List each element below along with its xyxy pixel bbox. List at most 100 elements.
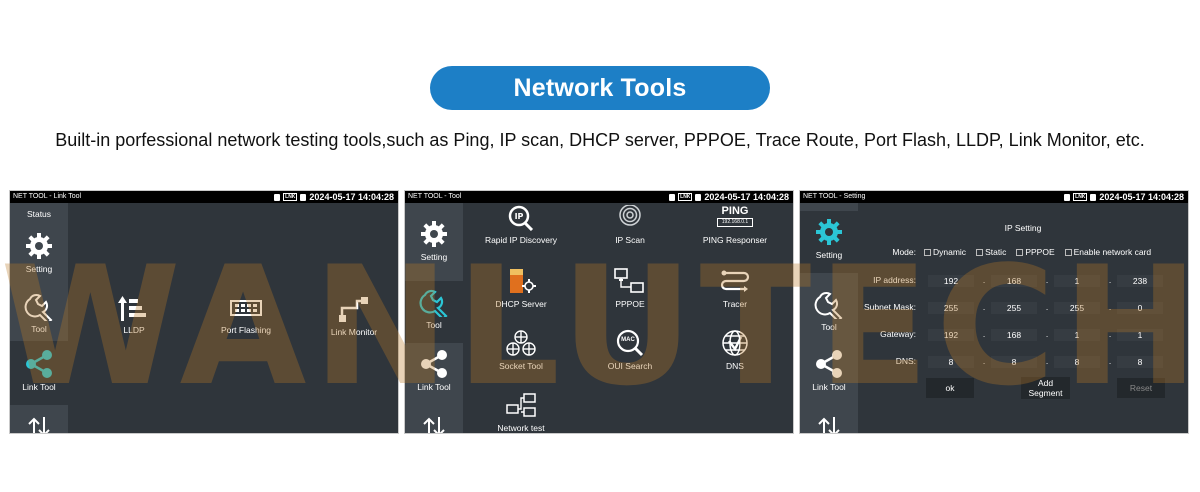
mode-static-label: Static: [985, 247, 1007, 257]
datetime: 2024-05-17 14:04:28: [704, 192, 789, 202]
screen-link-tool: NET TOOL - Link Tool LNK 2024-05-17 14:0…: [9, 190, 399, 434]
subnet-mask-label: Subnet Mask:: [864, 302, 916, 312]
ip-address-octet-1[interactable]: 192: [928, 275, 974, 287]
tool-dns[interactable]: DNS: [685, 329, 785, 371]
tool-link-monitor[interactable]: Link Monitor: [316, 295, 392, 337]
mode-static-checkbox[interactable]: Static: [976, 247, 1006, 257]
sidebar-item-setting[interactable]: Setting: [10, 231, 68, 274]
add-segment-label-line1: Add: [1037, 378, 1054, 388]
subnet-mask-octet-1[interactable]: 255: [928, 302, 974, 314]
ping-badge-title: PING: [721, 205, 749, 217]
reset-button[interactable]: Reset: [1117, 378, 1165, 398]
octet-separator: .: [982, 356, 986, 366]
dns-octet-4[interactable]: 8: [1117, 356, 1163, 368]
ip-address-octet-2[interactable]: 168: [991, 275, 1037, 287]
gateway-octet-1[interactable]: 192: [928, 329, 974, 341]
lock-icon: [1090, 193, 1097, 201]
sidebar-item-label: Link Tool: [812, 382, 846, 392]
tool-pppoe[interactable]: PPPOE: [585, 267, 675, 309]
sidebar-item-link-tool[interactable]: Link Tool: [10, 341, 68, 405]
sidebar-item-tool[interactable]: Tool: [800, 289, 858, 332]
tool-grid: IP Rapid IP Discovery IP Scan PING 192.1…: [463, 203, 793, 433]
sidebar-item-status[interactable]: Status: [10, 209, 68, 219]
tool-oui-search[interactable]: MAC OUI Search: [585, 329, 675, 371]
section-title-pill: Network Tools: [430, 66, 770, 110]
tool-label: Tracer: [722, 299, 748, 309]
mode-dynamic-checkbox[interactable]: Dynamic: [924, 247, 966, 257]
gateway-octet-2[interactable]: 168: [991, 329, 1037, 341]
tool-label: Rapid IP Discovery: [484, 235, 558, 245]
tool-port-flashing[interactable]: Port Flashing: [208, 295, 284, 335]
ip-address-row: IP address: 192 . 168 . 1 . 238: [858, 275, 1188, 287]
octet-separator: .: [1045, 275, 1049, 285]
sidebar: Setting Tool Link Tool: [405, 203, 463, 433]
subnet-mask-octet-3[interactable]: 255: [1054, 302, 1100, 314]
sidebar-item-label: Link Tool: [22, 382, 56, 392]
tool-ping-responser[interactable]: PING 192.168.0.1 PING Responser: [685, 205, 785, 245]
dns-octet-3[interactable]: 8: [1054, 356, 1100, 368]
sidebar-item-tool[interactable]: Tool: [405, 281, 463, 343]
link-tool-grid: LLDP Port Flashing Link Monitor: [68, 203, 398, 433]
ok-button[interactable]: ok: [926, 378, 974, 398]
wrench-icon: [419, 289, 448, 317]
subnet-mask-octet-2[interactable]: 255: [991, 302, 1037, 314]
radar-icon: [619, 205, 641, 226]
tool-label: PPPOE: [615, 299, 645, 309]
tool-network-test[interactable]: Network test: [471, 391, 571, 433]
status-bar: NET TOOL - Link Tool LNK 2024-05-17 14:0…: [10, 191, 398, 203]
tool-label: DHCP Server: [495, 299, 547, 309]
octet-separator: .: [1045, 329, 1049, 339]
window-title: NET TOOL - Link Tool: [13, 193, 82, 200]
tool-ip-scan[interactable]: IP Scan: [585, 205, 675, 245]
gear-icon: [421, 221, 447, 247]
sidebar-item-label: Setting: [815, 250, 843, 260]
mode-row: Mode: Dynamic Static PPPOE Enable networ…: [870, 247, 1157, 257]
status-bar: NET TOOL - Tool LNK 2024-05-17 14:04:28: [405, 191, 793, 203]
screen-tool: NET TOOL - Tool LNK 2024-05-17 14:04:28 …: [404, 190, 794, 434]
port-flashing-icon: [230, 300, 262, 316]
ip-address-octet-3[interactable]: 1: [1054, 275, 1100, 287]
dns-octet-1[interactable]: 8: [928, 356, 974, 368]
share-icon: [26, 350, 52, 378]
checkbox-icon: [976, 249, 984, 257]
octet-separator: .: [1108, 302, 1112, 312]
oui-badge-text: MAC: [621, 337, 635, 343]
form-title: IP Setting: [1004, 223, 1042, 233]
add-segment-button[interactable]: Add Segment: [1021, 377, 1070, 399]
sidebar-item-label: Tool: [31, 324, 47, 334]
tool-lldp[interactable]: LLDP: [104, 295, 164, 335]
sidebar-item-setting[interactable]: Setting: [800, 211, 858, 273]
octet-separator: .: [1108, 356, 1112, 366]
tool-label: PING Responser: [702, 235, 768, 245]
sidebar-item-label: Setting: [420, 252, 448, 262]
sidebar-item-transfer[interactable]: [800, 415, 858, 433]
gateway-octet-3[interactable]: 1: [1054, 329, 1100, 341]
sidebar-item-transfer[interactable]: [10, 415, 68, 433]
tool-socket-tool[interactable]: Socket Tool: [471, 329, 571, 371]
sidebar-item-transfer[interactable]: [405, 415, 463, 433]
sidebar: Status Setting Tool L: [10, 203, 68, 433]
tool-dhcp-server[interactable]: DHCP Server: [471, 267, 571, 309]
subnet-mask-row: Subnet Mask: 255 . 255 . 255 . 0: [858, 302, 1188, 314]
tool-tracer[interactable]: Tracer: [685, 267, 785, 309]
dns-octet-2[interactable]: 8: [991, 356, 1037, 368]
enable-network-card-checkbox[interactable]: Enable network card: [1064, 247, 1151, 257]
mode-pppoe-checkbox[interactable]: PPPOE: [1016, 247, 1055, 257]
gateway-octet-4[interactable]: 1: [1117, 329, 1163, 341]
octet-separator: .: [982, 302, 986, 312]
window-title: NET TOOL - Tool: [408, 193, 462, 200]
oui-search-icon: MAC: [613, 329, 647, 357]
sidebar-item-tool[interactable]: Tool: [10, 291, 68, 334]
sidebar-item-link-tool[interactable]: Link Tool: [405, 349, 463, 392]
network-test-icon: [506, 393, 536, 417]
sidebar-item-label: Status: [26, 209, 52, 219]
battery-icon: [1064, 193, 1071, 201]
ip-address-octet-4[interactable]: 238: [1117, 275, 1163, 287]
sidebar-item-setting[interactable]: Setting: [405, 219, 463, 262]
subnet-mask-octet-4[interactable]: 0: [1117, 302, 1163, 314]
sidebar-item-label: Setting: [25, 264, 53, 274]
tool-rapid-ip-discovery[interactable]: IP Rapid IP Discovery: [471, 205, 571, 245]
checkbox-icon: [924, 249, 931, 257]
mode-dynamic-label: Dynamic: [933, 247, 967, 257]
sidebar-item-link-tool[interactable]: Link Tool: [800, 349, 858, 392]
